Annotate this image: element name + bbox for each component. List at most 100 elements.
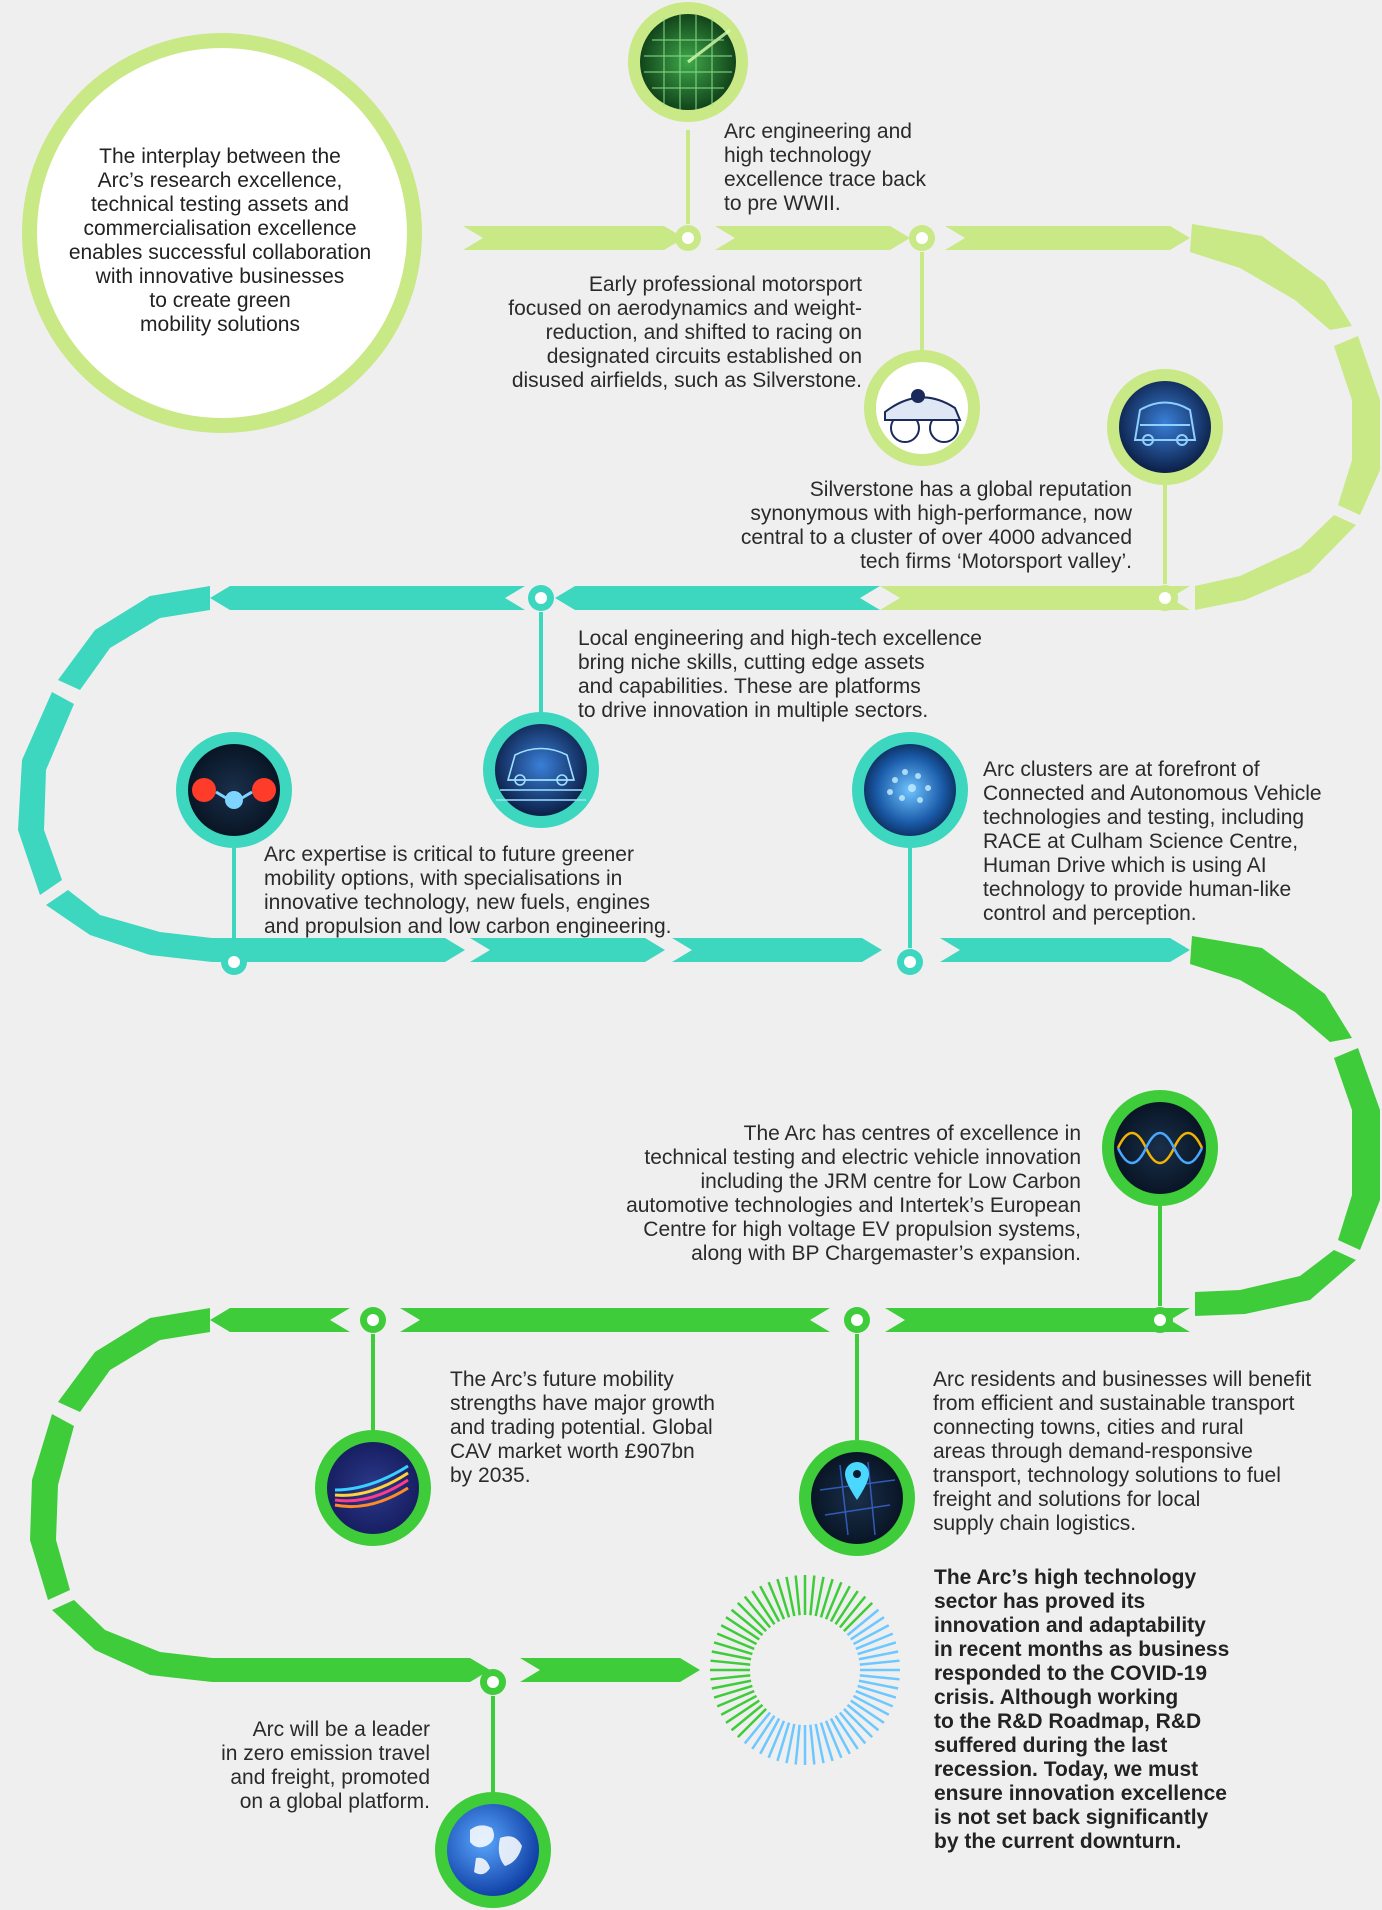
- milestone-text-m8: The Arc’s future mobility strengths have…: [450, 1368, 715, 1487]
- starburst-ray: [852, 1624, 890, 1646]
- starburst-ray: [843, 1601, 874, 1632]
- curve-segment: [30, 1414, 74, 1600]
- curve-segment: [46, 890, 212, 962]
- pin-m5: [176, 732, 292, 975]
- starburst-ray: [759, 1585, 781, 1623]
- starburst-ray: [713, 1641, 753, 1656]
- starburst-ray: [819, 1578, 834, 1618]
- track-segment: [555, 586, 880, 610]
- wireframe-car-icon: [496, 747, 586, 801]
- curve-segment: [1334, 1048, 1380, 1250]
- starburst-ray: [751, 1715, 776, 1750]
- starburst-ray: [751, 1590, 776, 1625]
- curve-segment: [1190, 936, 1352, 1042]
- starburst-ray: [829, 1717, 851, 1755]
- track-row-5: [212, 1658, 700, 1682]
- hydrogen-molecule-icon: [192, 778, 276, 809]
- curve-segment: [52, 1600, 212, 1682]
- globe-icon: [470, 1825, 522, 1875]
- starburst-ray: [776, 1722, 791, 1762]
- track-row-1: [463, 226, 1190, 250]
- starburst-ray: [713, 1684, 753, 1699]
- starburst-ray: [767, 1720, 786, 1759]
- starburst-ray: [850, 1699, 885, 1724]
- track-segment: [880, 586, 1190, 610]
- curve-segment: [58, 1308, 210, 1412]
- starburst-ray: [785, 1723, 796, 1764]
- starburst-ray: [720, 1694, 758, 1716]
- starburst-ray: [725, 1699, 760, 1724]
- starburst-ray: [858, 1650, 899, 1661]
- starburst-ray: [767, 1581, 786, 1620]
- starburst-ray: [859, 1659, 900, 1666]
- intro-circle: [22, 33, 422, 433]
- starburst-icon: [710, 1575, 900, 1765]
- starburst-ray: [720, 1624, 758, 1646]
- track-segment: [470, 938, 665, 962]
- starburst-ray: [858, 1679, 899, 1690]
- starburst-ray: [730, 1608, 764, 1637]
- digital-car-icon: [1133, 401, 1197, 446]
- track-segment: [210, 1308, 350, 1332]
- pin-m1: [628, 2, 748, 251]
- milestone-text-m10: Arc will be a leader in zero emission tr…: [221, 1718, 430, 1813]
- starburst-ray: [838, 1595, 867, 1629]
- starburst-ray: [710, 1659, 751, 1666]
- starburst-ray: [838, 1711, 867, 1745]
- curve-segment: [1195, 515, 1356, 610]
- starburst-ray: [834, 1715, 859, 1750]
- starburst-ray: [711, 1679, 752, 1690]
- track-segment: [940, 938, 1190, 962]
- starburst-ray: [725, 1616, 760, 1641]
- starburst-ray: [814, 1576, 825, 1617]
- track-segment: [672, 938, 882, 962]
- starburst-ray: [776, 1578, 791, 1618]
- vintage-race-car-icon: [884, 389, 962, 443]
- pin-m10: [435, 1669, 551, 1908]
- ai-brain-icon: [887, 769, 931, 803]
- map-pin-icon: [819, 1461, 896, 1536]
- milestone-text-m2: Early professional motorsport focused on…: [508, 273, 862, 392]
- milestone-text-m4: Local engineering and high-tech excellen…: [578, 627, 982, 722]
- starburst-ray: [855, 1689, 894, 1708]
- starburst-ray: [794, 1724, 801, 1765]
- starburst-ray: [857, 1641, 897, 1656]
- track-segment: [463, 226, 684, 250]
- starburst-ray: [809, 1575, 816, 1616]
- starburst-ray: [850, 1616, 885, 1641]
- curve-segment: [1334, 336, 1380, 515]
- starburst-ray: [716, 1689, 755, 1708]
- pin-m4: [483, 585, 599, 828]
- curve-left-2: [30, 1308, 212, 1682]
- curve-right-1: [1190, 224, 1380, 610]
- starburst-ray: [710, 1674, 751, 1681]
- starburst-ray: [743, 1595, 772, 1629]
- intro-text: The interplay between the Arc’s research…: [68, 145, 372, 336]
- starburst-ray: [857, 1684, 897, 1699]
- starburst-ray: [809, 1724, 816, 1765]
- starburst-ray: [829, 1585, 851, 1623]
- radar-grid-icon: [644, 15, 732, 110]
- milestone-text-m9: Arc residents and businesses will benefi…: [933, 1368, 1312, 1535]
- starburst-ray: [716, 1632, 755, 1651]
- starburst-ray: [846, 1703, 880, 1732]
- curve-segment: [58, 586, 210, 690]
- starburst-ray: [855, 1632, 894, 1651]
- starburst-ray: [730, 1703, 764, 1732]
- pin-m3: [1107, 369, 1223, 611]
- curve-segment: [18, 692, 74, 895]
- track-segment: [212, 1658, 490, 1682]
- starburst-ray: [824, 1720, 843, 1759]
- milestone-text-m7: The Arc has centres of excellence in tec…: [626, 1122, 1081, 1265]
- starburst-ray: [736, 1601, 767, 1632]
- milestone-text-m5: Arc expertise is critical to future gree…: [264, 843, 672, 938]
- starburst-ray: [814, 1723, 825, 1764]
- starburst-ray: [794, 1575, 801, 1616]
- pin-m6: [852, 732, 968, 975]
- curve-right-2: [1190, 936, 1380, 1316]
- curve-segment: [1195, 1250, 1356, 1316]
- track-segment: [210, 586, 525, 610]
- starburst-ray: [852, 1694, 890, 1716]
- track-row-2: [210, 586, 1190, 610]
